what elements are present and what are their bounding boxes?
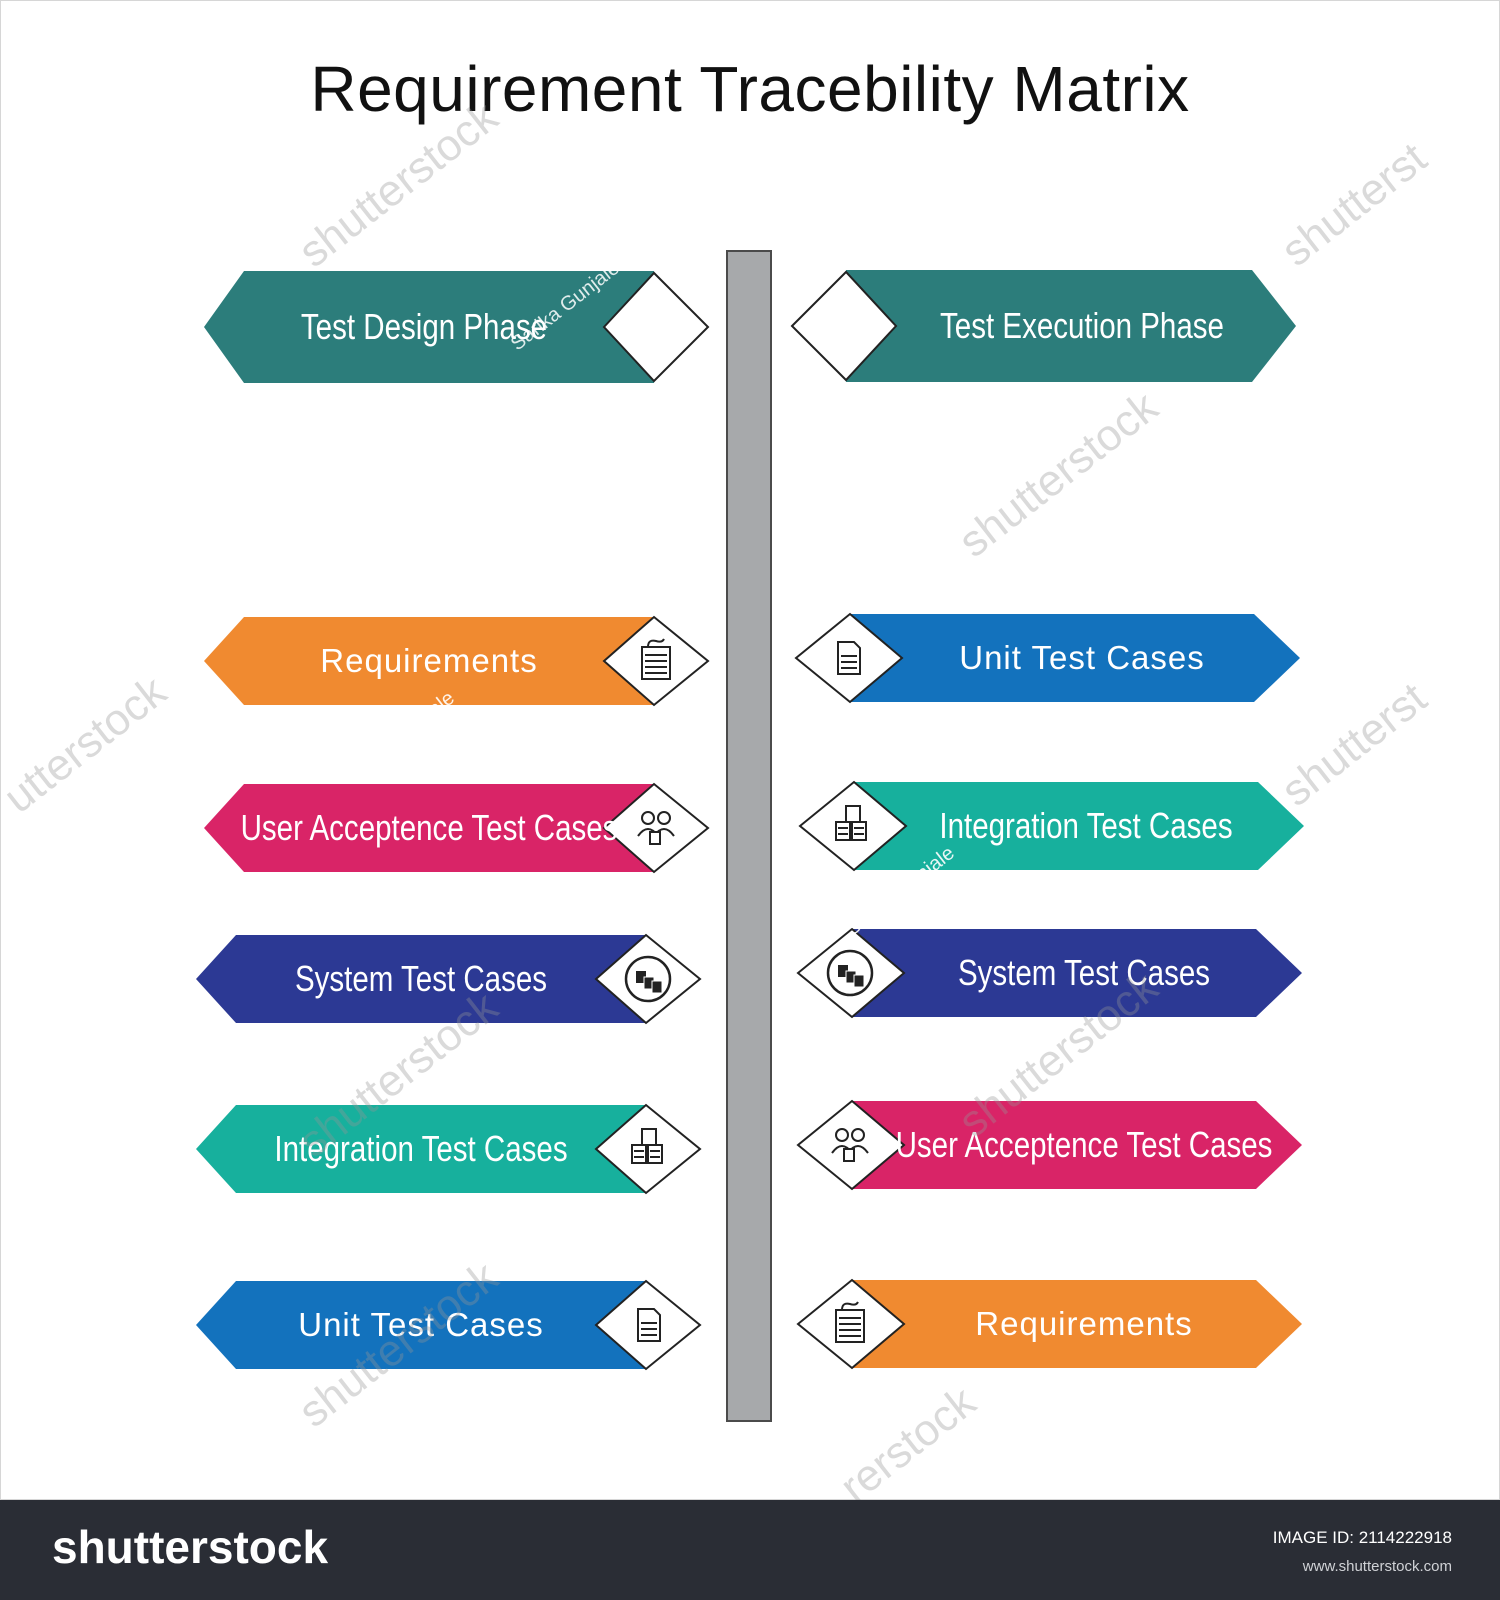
diagram-title: Requirement Tracebility Matrix <box>310 53 1190 125</box>
right-sign-4: User Acceptence Test Cases <box>796 1099 1302 1191</box>
left-sign-5: Unit Test Cases <box>196 1279 702 1371</box>
left-sign-arrow <box>204 782 710 874</box>
footer-image-id: IMAGE ID: 2114222918 <box>1272 1528 1452 1547</box>
left-header-arrow <box>204 271 710 383</box>
system-test-icon <box>622 953 674 1005</box>
left-sign-1: Requirements <box>204 615 710 707</box>
right-header-arrow <box>790 270 1296 382</box>
right-header-label: Test Execution Phase <box>940 305 1224 346</box>
document-stack-icon <box>824 1298 876 1350</box>
right-sign-label: User Acceptence Test Cases <box>895 1124 1273 1165</box>
left-sign-label: Integration Test Cases <box>274 1128 568 1169</box>
left-sign-label: User Acceptence Test Cases <box>240 807 618 848</box>
users-icon <box>630 802 682 854</box>
single-document-icon <box>822 632 874 684</box>
left-sign-label: System Test Cases <box>294 958 548 999</box>
left-header-sign: Test Design Phase <box>204 271 710 383</box>
left-sign-label: Requirements <box>320 642 538 679</box>
users-icon <box>824 1119 876 1171</box>
left-sign-4: Integration Test Cases <box>196 1103 702 1195</box>
left-header-label: Test Design Phase <box>300 306 548 347</box>
right-sign-label: Requirements <box>975 1305 1193 1342</box>
right-sign-5: Requirements <box>796 1278 1302 1370</box>
right-sign-3: System Test Cases <box>796 927 1302 1019</box>
footer-site: www.shutterstock.com <box>1302 1558 1452 1575</box>
integration-docs-icon <box>826 800 878 852</box>
right-sign-label: System Test Cases <box>957 952 1211 993</box>
right-header-sign: Test Execution Phase <box>790 270 1296 382</box>
right-sign-label: Integration Test Cases <box>939 805 1233 846</box>
system-test-icon <box>824 947 876 999</box>
footer-bar: shutterstock IMAGE ID: 2114222918 www.sh… <box>0 1500 1500 1600</box>
document-stack-icon <box>630 635 682 687</box>
integration-docs-icon <box>622 1123 674 1175</box>
single-document-icon <box>622 1299 674 1351</box>
right-sign-2: Integration Test Cases <box>798 780 1304 872</box>
right-sign-label: Unit Test Cases <box>959 639 1205 676</box>
footer-logo: shutterstock <box>52 1521 329 1573</box>
signpost-pole <box>726 250 772 1422</box>
right-sign-arrow <box>796 1099 1302 1191</box>
left-sign-2: User Acceptence Test Cases <box>204 782 710 874</box>
right-sign-1: Unit Test Cases <box>794 612 1300 704</box>
left-sign-3: System Test Cases <box>196 933 702 1025</box>
left-sign-label: Unit Test Cases <box>298 1306 544 1343</box>
